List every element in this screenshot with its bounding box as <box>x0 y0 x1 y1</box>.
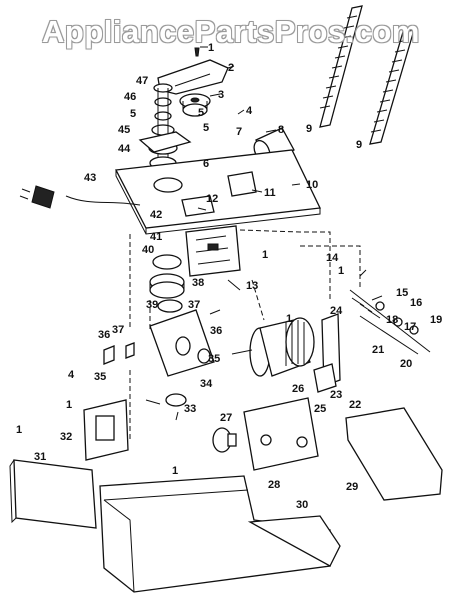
callout-18: 18 <box>386 314 398 326</box>
callout-35: 35 <box>208 353 220 365</box>
callout-29: 29 <box>346 481 358 493</box>
callout-27: 27 <box>220 412 232 424</box>
callout-30: 30 <box>296 499 308 511</box>
watermark-text: AppliancePartsPros.com <box>42 14 420 49</box>
callout-16: 16 <box>410 297 422 309</box>
callout-28: 28 <box>268 479 280 491</box>
callout-1: 1 <box>208 42 214 54</box>
callout-43: 43 <box>84 172 96 184</box>
callout-5: 5 <box>198 107 204 119</box>
chain-right <box>369 29 415 145</box>
callout-34: 34 <box>200 378 213 390</box>
callout-32: 32 <box>60 431 72 443</box>
callout-26: 26 <box>292 383 304 395</box>
washer-36-left <box>125 342 135 359</box>
callout-42: 42 <box>150 209 162 221</box>
ring-33 <box>165 393 187 407</box>
drive-gear-stack <box>149 254 185 313</box>
chain-left <box>319 5 363 128</box>
drive-lever <box>313 363 337 393</box>
chassis-plate <box>114 149 321 235</box>
top-screw <box>194 47 200 57</box>
callout-36: 36 <box>98 329 110 341</box>
callout-37: 37 <box>112 324 124 336</box>
callout-1: 1 <box>16 424 22 436</box>
output-shaft-stack <box>148 83 178 170</box>
callout-35: 35 <box>94 371 106 383</box>
callout-39: 39 <box>146 299 158 311</box>
callout-37: 37 <box>188 299 200 311</box>
callout-31: 31 <box>34 451 46 463</box>
limit-switch-board <box>185 225 241 277</box>
callout-5: 5 <box>203 122 209 134</box>
switch-assembly <box>83 399 129 461</box>
panel-left <box>13 459 97 529</box>
callout-1: 1 <box>286 313 292 325</box>
callout-22: 22 <box>349 399 361 411</box>
bearing-plate <box>138 131 192 153</box>
callout-25: 25 <box>314 403 326 415</box>
callout-13: 13 <box>246 280 258 292</box>
callout-36: 36 <box>210 325 222 337</box>
callout-15: 15 <box>396 287 408 299</box>
trolley-rod <box>349 289 431 355</box>
callout-3: 3 <box>218 89 224 101</box>
callout-9: 9 <box>356 139 362 151</box>
callout-46: 46 <box>124 91 136 103</box>
callout-41: 41 <box>150 231 162 243</box>
callout-10: 10 <box>306 179 318 191</box>
callout-1: 1 <box>66 399 72 411</box>
callout-20: 20 <box>400 358 412 370</box>
callout-33: 33 <box>184 403 196 415</box>
callout-17: 17 <box>404 321 416 333</box>
callout-24: 24 <box>330 305 343 317</box>
callout-21: 21 <box>372 344 384 356</box>
callout-38: 38 <box>192 277 204 289</box>
bearing-35-left <box>103 345 115 365</box>
motor-bracket <box>149 309 215 377</box>
power-cord <box>19 185 141 209</box>
rear-housing <box>247 515 341 567</box>
callout-47: 47 <box>136 75 148 87</box>
callout-44: 44 <box>118 143 131 155</box>
callout-2: 2 <box>228 62 234 74</box>
callout-4: 4 <box>68 369 75 381</box>
callout-12: 12 <box>206 193 218 205</box>
callout-40: 40 <box>142 244 154 256</box>
callout-1: 1 <box>338 265 344 277</box>
callout-1: 1 <box>262 249 268 261</box>
end-cover <box>345 407 443 501</box>
callout-45: 45 <box>118 124 130 136</box>
callout-11: 11 <box>264 187 276 199</box>
sprocket-gear <box>179 93 211 117</box>
callout-7: 7 <box>236 126 242 138</box>
callout-14: 14 <box>326 252 339 264</box>
callout-8: 8 <box>278 124 284 136</box>
callout-9: 9 <box>306 123 312 135</box>
motor <box>231 317 315 377</box>
callout-5: 5 <box>130 108 136 120</box>
callout-19: 19 <box>430 314 442 326</box>
callout-23: 23 <box>330 389 342 401</box>
light-bulb <box>212 427 237 453</box>
callout-4: 4 <box>246 105 253 117</box>
callout-1: 1 <box>172 465 178 477</box>
callout-6: 6 <box>203 158 209 170</box>
panel-center <box>243 397 319 471</box>
